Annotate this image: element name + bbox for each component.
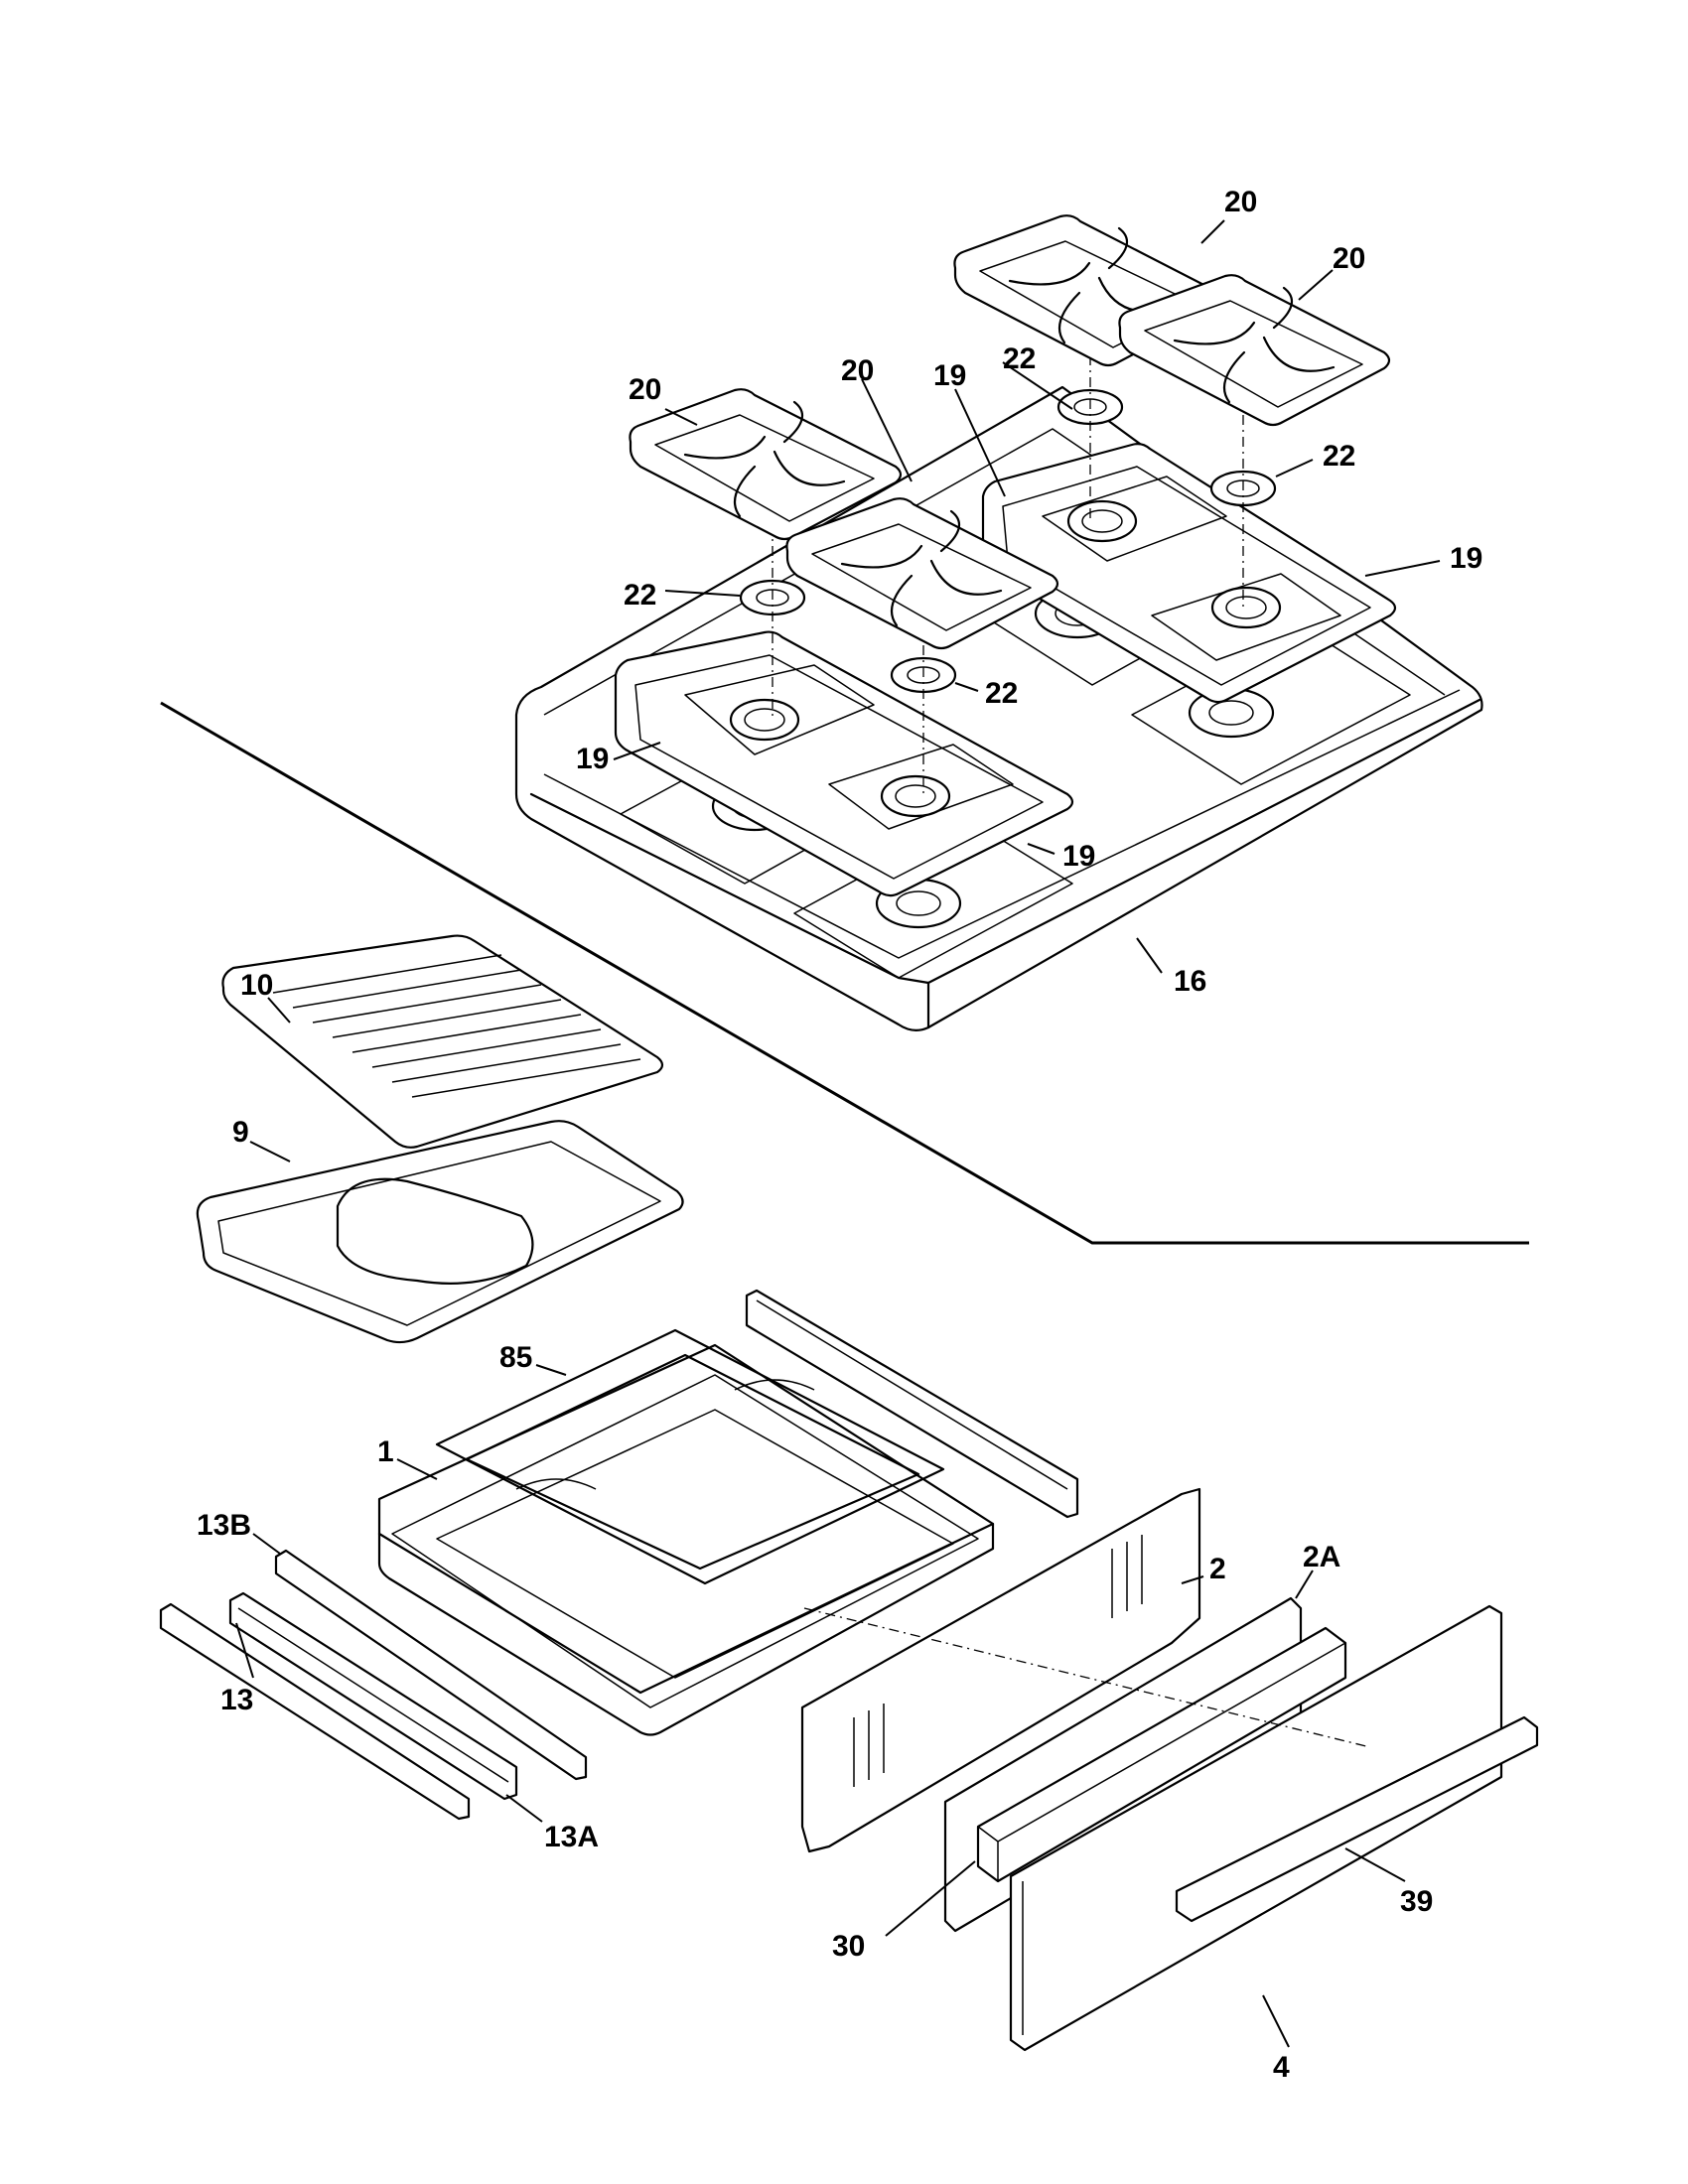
label-10: 10 xyxy=(240,969,273,1002)
label-13A: 13A xyxy=(544,1821,599,1853)
label-1: 1 xyxy=(377,1435,394,1468)
label-22: 22 xyxy=(624,579,656,612)
label-22: 22 xyxy=(985,677,1018,710)
label-22: 22 xyxy=(1323,440,1355,473)
label-39: 39 xyxy=(1400,1885,1433,1918)
label-22: 22 xyxy=(1003,342,1036,375)
label-2: 2 xyxy=(1209,1553,1226,1585)
label-16: 16 xyxy=(1174,965,1206,998)
label-9: 9 xyxy=(232,1116,249,1149)
grate-20-back-right xyxy=(1118,274,1391,427)
rail-13 xyxy=(159,1602,471,1821)
broiler-insert-10 xyxy=(221,934,664,1149)
rail-13B xyxy=(274,1549,588,1781)
drawer-centerline xyxy=(803,1607,1371,1748)
drawer-side-rail-right xyxy=(745,1289,1079,1519)
label-85: 85 xyxy=(499,1341,532,1374)
grate-20-left xyxy=(629,388,903,541)
drawer-body-1 xyxy=(377,1343,995,1736)
label-19: 19 xyxy=(576,743,609,775)
drawer-baffle-30 xyxy=(976,1626,1347,1883)
drawer-panel-2 xyxy=(800,1487,1201,1853)
label-20: 20 xyxy=(629,373,661,406)
label-20: 20 xyxy=(1333,242,1365,275)
broiler-rack-85 xyxy=(435,1328,945,1585)
label-20: 20 xyxy=(841,354,874,387)
label-2A: 2A xyxy=(1303,1541,1340,1573)
label-4: 4 xyxy=(1273,2051,1290,2084)
label-19: 19 xyxy=(933,359,966,392)
label-19: 19 xyxy=(1062,840,1095,873)
broiler-pan-9 xyxy=(196,1120,684,1344)
label-13: 13 xyxy=(220,1684,253,1716)
drawer-front-4 xyxy=(1009,1604,1503,2052)
grate-20-center xyxy=(785,497,1059,650)
label-13B: 13B xyxy=(197,1509,251,1542)
leader-lines xyxy=(235,219,1441,2048)
drawer-handle-39 xyxy=(1175,1715,1539,1923)
part-labels: 20 20 20 20 19 19 19 19 22 22 22 22 16 1… xyxy=(197,186,1482,2084)
label-19: 19 xyxy=(1450,542,1482,575)
label-20: 20 xyxy=(1224,186,1257,218)
label-30: 30 xyxy=(832,1930,865,1963)
rail-13A xyxy=(228,1591,518,1801)
section-divider xyxy=(160,701,1529,1245)
burner-pan-19-front-left xyxy=(614,630,1074,897)
